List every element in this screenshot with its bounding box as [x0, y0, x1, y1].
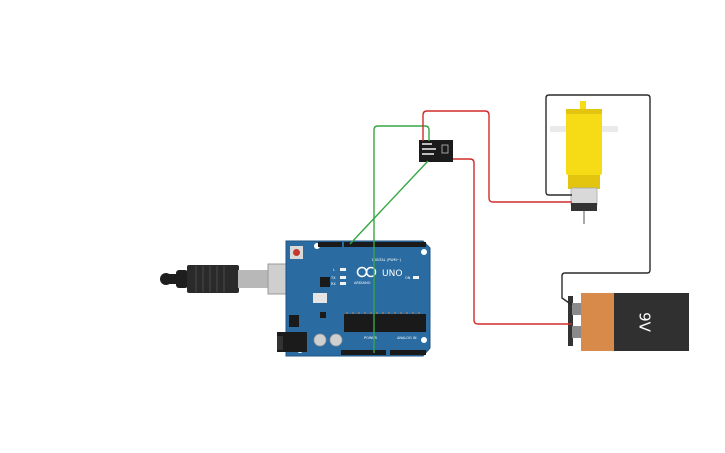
analog-in-label: ANALOG IN: [397, 336, 417, 340]
analog-header[interactable]: [390, 350, 426, 355]
wire-red-relay-to-motor[interactable]: [422, 110, 572, 203]
led-on-label: ON: [405, 276, 411, 280]
power-label: POWER: [364, 336, 378, 340]
board-model-label: UNO: [382, 269, 402, 279]
usb-cable[interactable]: [160, 263, 307, 295]
dc-gear-motor[interactable]: [550, 101, 618, 224]
power-jack[interactable]: [277, 332, 307, 352]
brand-label: ARDUINO: [354, 281, 371, 285]
led-tx-label: TX: [330, 276, 336, 280]
battery-voltage-label: 9V: [636, 312, 654, 333]
wire-red-relay-to-battery[interactable]: [453, 158, 572, 325]
atmega-chip: [344, 314, 426, 332]
arduino-uno-board[interactable]: L TX RX ON UNO ARDUINO DIGITAL (PWM~) PO…: [277, 240, 431, 357]
wire-green-relay-to-digital-pin[interactable]: [349, 160, 429, 245]
wire-green-relay-to-power-pin[interactable]: [373, 125, 430, 353]
digital-pwm-label: DIGITAL (PWM~): [372, 258, 402, 262]
digital-header[interactable]: [344, 242, 426, 247]
relay-module[interactable]: [419, 140, 453, 162]
led-rx-label: RX: [331, 282, 336, 286]
wire-black-motor-to-battery[interactable]: [545, 94, 651, 306]
arduino-logo-icon: [356, 266, 377, 278]
led-l-label: L: [333, 268, 335, 272]
power-header[interactable]: [341, 350, 386, 355]
battery-9v[interactable]: 9V: [568, 293, 689, 351]
